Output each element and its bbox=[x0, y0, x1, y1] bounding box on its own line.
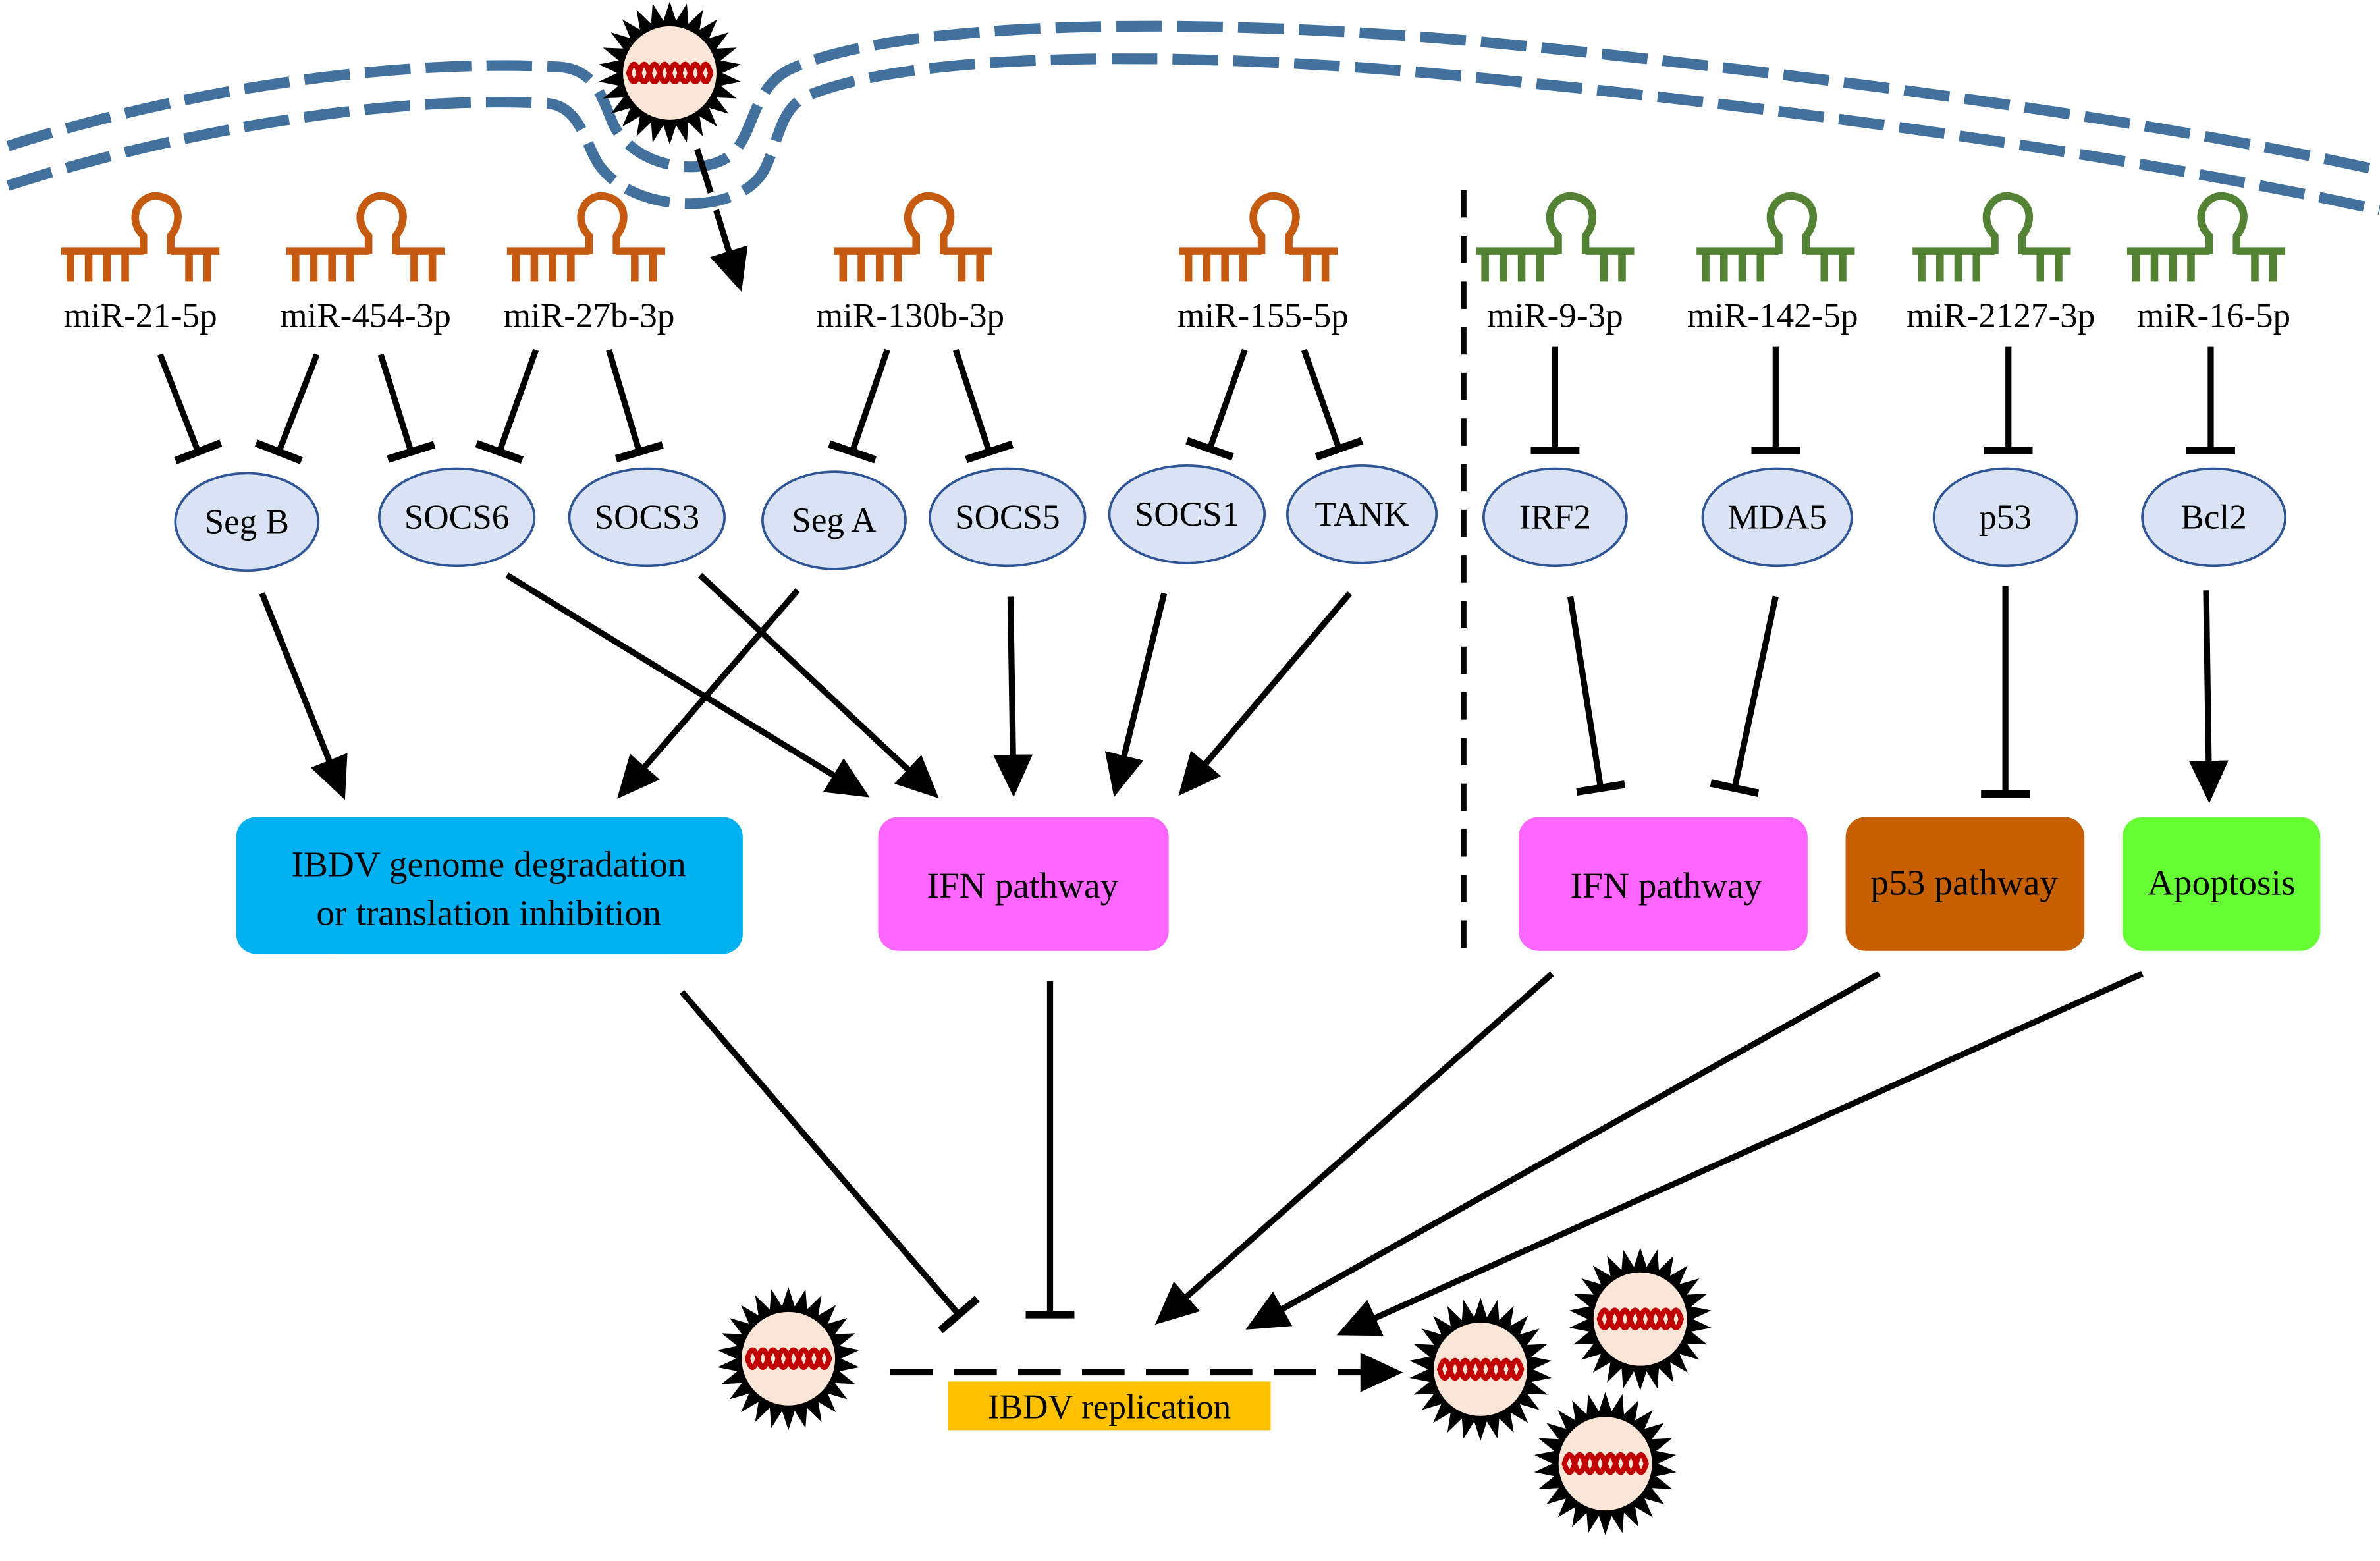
pathway-label-ifn-left: IFN pathway bbox=[927, 865, 1118, 906]
target-label-irf2: IRF2 bbox=[1519, 498, 1591, 536]
pathway-box-degradation bbox=[236, 817, 743, 954]
pathway-label-apoptosis: Apoptosis bbox=[2148, 862, 2296, 902]
mirna-hairpin-icon bbox=[1179, 196, 1338, 282]
inhibition-degradation-replication bbox=[679, 990, 980, 1334]
pathway-label-degradation-line2: or translation inhibition bbox=[316, 892, 661, 933]
target-node-socs1 bbox=[1108, 464, 1266, 564]
target-node-p53 bbox=[1932, 467, 2078, 568]
target-label-socs6: SOCS6 bbox=[404, 498, 509, 536]
inhibition-mir-27b-3p-socs6 bbox=[475, 348, 539, 464]
target-node-socs5 bbox=[929, 467, 1087, 568]
target-label-socs3: SOCS3 bbox=[595, 498, 699, 536]
target-node-bcl2 bbox=[2141, 467, 2287, 568]
inhibition-mir-130b-3p-seg-a bbox=[828, 348, 890, 464]
pathway-box-ifn-right bbox=[1518, 817, 1808, 951]
mirna-hairpin-icon bbox=[834, 196, 992, 282]
mirna-label-mir-16-5p: miR-16-5p bbox=[2137, 297, 2290, 335]
mirna-label-mir-155-5p: miR-155-5p bbox=[1177, 297, 1349, 335]
replication-label-box bbox=[948, 1381, 1271, 1431]
mirna-label-mir-454-3p: miR-454-3p bbox=[280, 297, 451, 335]
mirna-hairpin-icon bbox=[1696, 196, 1854, 282]
cell-membrane-outer-leaflet bbox=[6, 20, 2380, 176]
mirna-label-mir-27b-3p: miR-27b-3p bbox=[504, 297, 675, 335]
target-node-socs6 bbox=[377, 467, 536, 568]
inhibition-mir-155-5p-socs1 bbox=[1185, 348, 1248, 461]
target-pathway-edges bbox=[259, 572, 2229, 804]
inhibition-mir-155-5p-tank bbox=[1301, 348, 1364, 461]
activation-tank-ifn bbox=[1178, 591, 1353, 796]
virus-entry-arrow bbox=[694, 148, 748, 292]
activation-seg-a-degradation bbox=[617, 588, 800, 799]
pathway-box-ifn-left bbox=[878, 817, 1169, 951]
virus-particle-icon bbox=[599, 1, 741, 144]
inhibition-mda5-ifn bbox=[1710, 595, 1779, 797]
target-nodes: Seg B SOCS6 SOCS3 Seg A SOCS5 SOCS1 TANK… bbox=[174, 464, 2287, 572]
mirna-hairpin-icon bbox=[2127, 196, 2285, 282]
target-label-p53: p53 bbox=[1979, 498, 2032, 536]
inhibition-irf2-ifn bbox=[1567, 595, 1626, 796]
virus-particle-icon bbox=[1534, 1392, 1677, 1535]
target-label-seg-b: Seg B bbox=[205, 503, 289, 541]
pathway-label-p53: p53 pathway bbox=[1870, 862, 2058, 902]
mirna-label-mir-130b-3p: miR-130b-3p bbox=[816, 297, 1004, 335]
activation-apoptosis-replication bbox=[1336, 971, 2144, 1336]
pathway-replication-edges bbox=[679, 971, 2144, 1336]
pathway-box-apoptosis bbox=[2122, 817, 2321, 951]
virus-particle-icon bbox=[717, 1287, 859, 1430]
inhibition-mir-27b-3p-socs3 bbox=[606, 348, 664, 463]
target-label-bcl2: Bcl2 bbox=[2180, 498, 2246, 536]
replication-label: IBDV replication bbox=[988, 1388, 1231, 1427]
mirna-hairpin-icon bbox=[286, 196, 445, 282]
mirna-hairpin-icon bbox=[61, 196, 219, 282]
activation-seg-b-degradation bbox=[259, 592, 348, 800]
virus-particle-icon bbox=[1569, 1247, 1712, 1390]
target-label-mda5: MDA5 bbox=[1727, 498, 1827, 536]
mirna-hairpin-icon bbox=[1912, 196, 2070, 282]
target-node-tank bbox=[1285, 464, 1438, 564]
target-node-mda5 bbox=[1701, 467, 1853, 568]
mirna-label-mir-9-3p: miR-9-3p bbox=[1487, 297, 1623, 335]
mirna-group-right: miR-9-3p miR-142-5p miR-2127-3p miR-16-5… bbox=[1476, 196, 2290, 335]
mirna-group-left: miR-21-5p miR-454-3p miR-27b-3p miR-130b… bbox=[61, 196, 1349, 335]
mirna-label-mir-2127-3p: miR-2127-3p bbox=[1907, 297, 2095, 335]
pathway-box-p53 bbox=[1845, 817, 2085, 951]
target-label-socs1: SOCS1 bbox=[1135, 495, 1239, 534]
target-node-socs3 bbox=[568, 467, 726, 568]
inhibition-mir-130b-3p-socs5 bbox=[952, 348, 1014, 464]
cell-membrane-inner-leaflet bbox=[6, 53, 2380, 215]
activation-socs3-ifn bbox=[698, 572, 939, 799]
inhibition-mir-21-5p-seg-b bbox=[157, 353, 223, 464]
activation-p53-replication bbox=[1245, 971, 1881, 1330]
target-node-irf2 bbox=[1482, 467, 1628, 568]
target-label-tank: TANK bbox=[1314, 495, 1409, 534]
mirna-label-mir-142-5p: miR-142-5p bbox=[1687, 297, 1858, 335]
pathway-label-degradation-line1: IBDV genome degradation bbox=[291, 844, 686, 885]
activation-socs5-ifn bbox=[993, 596, 1033, 798]
target-node-seg-b bbox=[174, 472, 320, 572]
mirna-label-mir-21-5p: miR-21-5p bbox=[64, 297, 217, 335]
target-label-socs5: SOCS5 bbox=[955, 498, 1060, 536]
inhibition-mir-454-3p-seg-b bbox=[254, 353, 320, 464]
inhibition-mir-454-3p-socs6 bbox=[377, 353, 436, 463]
virus-particle-icon bbox=[1409, 1298, 1552, 1440]
mirna-target-edges bbox=[157, 346, 2235, 464]
target-node-seg-a bbox=[761, 470, 907, 570]
activation-bcl2-apoptosis bbox=[2188, 590, 2229, 804]
mirna-hairpin-icon bbox=[507, 196, 665, 282]
mirna-hairpin-icon bbox=[1476, 196, 1634, 282]
activation-socs6-ifn bbox=[505, 572, 870, 798]
target-label-seg-a: Seg A bbox=[792, 501, 876, 539]
activation-socs1-ifn bbox=[1104, 592, 1168, 798]
activation-ifn-right-replication bbox=[1154, 971, 1554, 1325]
pathway-label-ifn-right: IFN pathway bbox=[1571, 865, 1762, 906]
pathway-boxes: IBDV genome degradation or translation i… bbox=[236, 817, 2321, 954]
